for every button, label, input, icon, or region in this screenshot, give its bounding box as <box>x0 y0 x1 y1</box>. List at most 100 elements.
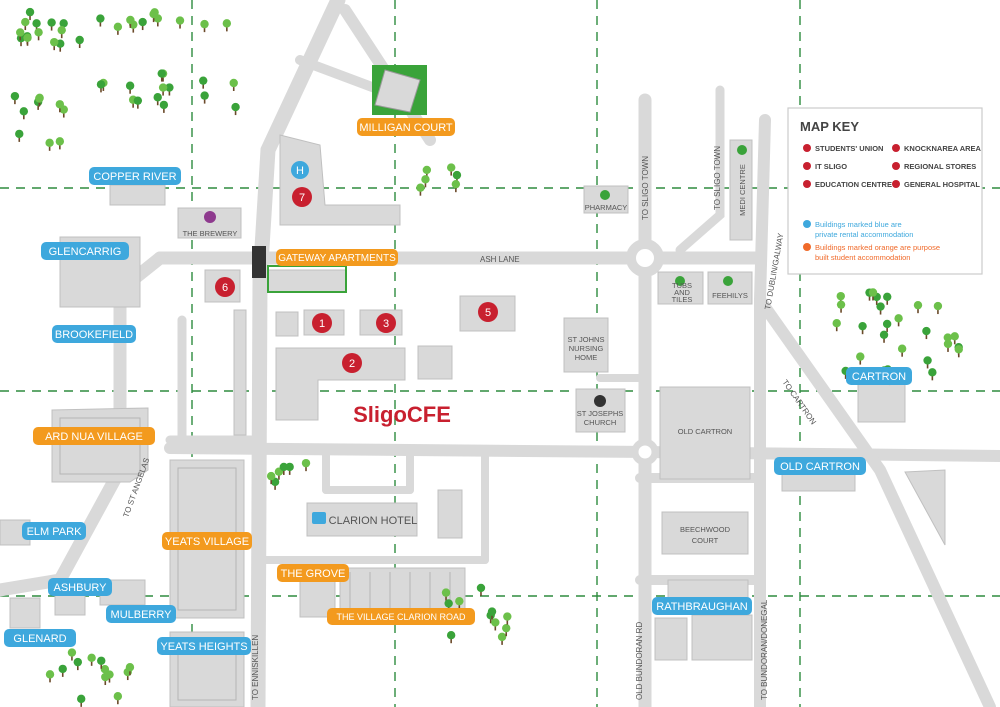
tree-trunk <box>203 98 206 104</box>
svg-text:EDUCATION CENTRE: EDUCATION CENTRE <box>815 180 892 189</box>
tree <box>913 300 923 310</box>
svg-text:Buildings marked blue are: Buildings marked blue are <box>815 220 902 229</box>
tree <box>57 25 66 35</box>
tree <box>96 14 105 23</box>
tree-trunk <box>129 88 131 94</box>
tree-trunk <box>156 100 159 106</box>
tree <box>266 471 276 481</box>
tree-trunk <box>129 670 131 676</box>
tree-trunk <box>480 590 482 596</box>
tree-trunk <box>501 639 503 645</box>
tree <box>45 138 54 148</box>
tree <box>199 76 208 85</box>
svg-text:AND: AND <box>674 288 690 297</box>
tree-trunk <box>505 631 508 637</box>
tree-trunk <box>506 619 509 625</box>
tree-trunk <box>278 474 280 480</box>
svg-text:1: 1 <box>319 318 325 330</box>
svg-text:MEDI CENTRE: MEDI CENTRE <box>738 164 747 216</box>
tree-trunk <box>24 25 27 31</box>
milligan-building <box>374 69 421 113</box>
tree-trunk <box>132 102 134 108</box>
tree <box>149 9 158 19</box>
tree-trunk <box>37 104 39 110</box>
tree-trunk <box>937 309 939 315</box>
tree <box>25 7 35 17</box>
gateway-dark-block <box>252 246 266 278</box>
tree <box>50 37 59 47</box>
svg-text:BEECHWOOD: BEECHWOOD <box>680 525 731 534</box>
svg-text:REGIONAL STORES: REGIONAL STORES <box>904 162 976 171</box>
blue-label-texts: COPPER RIVER GLENCARRIG BROOKEFIELD ELM … <box>13 171 906 653</box>
tree-trunk <box>957 352 960 358</box>
tree <box>943 333 952 342</box>
tree-trunk <box>129 22 132 28</box>
tree <box>73 657 83 667</box>
tree-trunk <box>59 144 61 150</box>
tree <box>58 664 67 674</box>
svg-text:COURT: COURT <box>692 536 719 545</box>
tree <box>447 163 456 172</box>
tree <box>832 319 841 328</box>
tree <box>421 175 430 184</box>
tree-trunk <box>100 663 103 669</box>
svg-text:ELM PARK: ELM PARK <box>27 526 82 538</box>
tree-trunk <box>489 618 492 624</box>
tree-trunk <box>19 35 22 41</box>
tree <box>157 69 166 78</box>
tree-trunk <box>157 21 159 27</box>
medi-centre-icon <box>737 145 747 155</box>
tree <box>34 28 43 37</box>
tree <box>923 356 932 365</box>
tree <box>200 91 209 100</box>
tree <box>97 656 106 665</box>
tree-trunk <box>162 90 164 96</box>
tree-trunk <box>901 351 903 357</box>
brewery-icon <box>204 211 216 223</box>
tree <box>21 17 30 27</box>
tree <box>126 15 135 25</box>
tree <box>113 692 123 701</box>
tree <box>868 288 878 297</box>
tree <box>950 332 959 341</box>
svg-text:MULBERRY: MULBERRY <box>111 609 173 621</box>
svg-text:OLD CARTRON: OLD CARTRON <box>780 461 860 473</box>
orange-label-texts: MILLIGAN COURT GATEWAY APARTMENTS ARD NU… <box>45 122 466 622</box>
svg-text:YEATS VILLAGE: YEATS VILLAGE <box>165 536 249 548</box>
tree <box>19 107 29 116</box>
svg-text:CLARION HOTEL: CLARION HOTEL <box>329 515 418 527</box>
svg-text:MILLIGAN COURT: MILLIGAN COURT <box>359 122 453 134</box>
tree-trunk <box>132 27 135 33</box>
svg-text:2: 2 <box>349 358 355 370</box>
tree-trunk <box>419 190 422 196</box>
tree <box>446 631 456 640</box>
tree <box>32 19 41 28</box>
svg-text:FEEHILYS: FEEHILYS <box>712 291 748 300</box>
tree-trunk <box>947 346 949 352</box>
tree <box>452 170 462 180</box>
tree-trunk <box>71 655 73 661</box>
tree <box>125 663 135 672</box>
svg-text:MAP KEY: MAP KEY <box>800 119 859 134</box>
svg-text:5: 5 <box>485 307 491 319</box>
red-markers: 1 2 3 5 6 7 <box>215 187 498 373</box>
tree-trunk <box>162 76 164 82</box>
svg-text:TO SLIGO TOWN: TO SLIGO TOWN <box>713 146 722 210</box>
tree-trunk <box>20 41 22 47</box>
svg-text:PHARMACY: PHARMACY <box>585 203 628 212</box>
tree-trunk <box>37 35 40 41</box>
tree <box>883 292 892 301</box>
tree <box>113 22 123 32</box>
tree-trunk <box>108 677 111 683</box>
tree-trunk <box>886 299 889 305</box>
svg-text:OLD CARTRON: OLD CARTRON <box>678 427 732 436</box>
tree <box>165 83 174 92</box>
svg-text:TILES: TILES <box>672 295 693 304</box>
tree <box>15 129 24 139</box>
tree-trunk <box>868 295 871 301</box>
tree <box>45 670 55 679</box>
tree <box>153 93 162 102</box>
tree <box>455 596 464 606</box>
